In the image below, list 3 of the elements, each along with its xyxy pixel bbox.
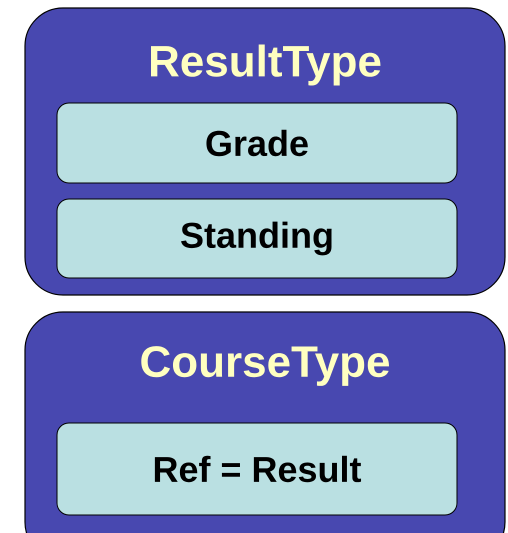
field-box: Standing	[56, 198, 458, 278]
field-box: Ref = Result	[56, 422, 458, 516]
field-box: Grade	[56, 102, 458, 184]
